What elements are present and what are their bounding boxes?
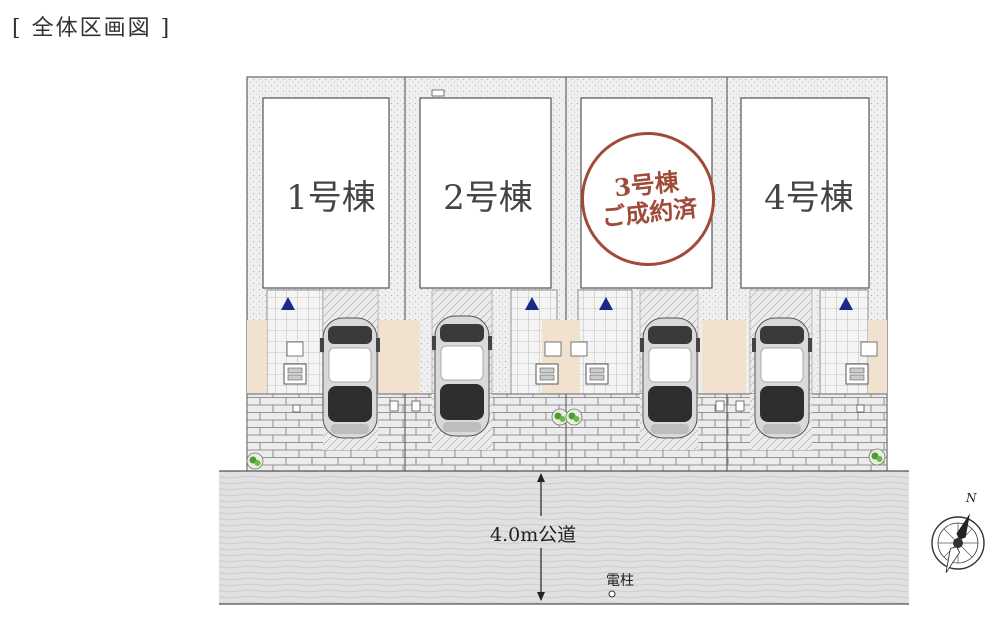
- lot-label-2: 2号棟: [443, 178, 533, 218]
- car-2: [431, 315, 493, 437]
- car-3: [639, 317, 701, 439]
- entrance-marker-3: [599, 297, 613, 310]
- utility-pole-icon: [608, 590, 616, 598]
- utility-pole-label: 電柱: [606, 573, 634, 589]
- shrub-4: [868, 448, 886, 466]
- house-4: [740, 97, 870, 289]
- house-1: [262, 97, 390, 289]
- public-road: [219, 471, 909, 604]
- compass-north-label: N: [965, 491, 977, 505]
- road-width-dimension: [537, 473, 545, 601]
- meter-box-3: [585, 363, 609, 385]
- lot-label-1: 1号棟: [286, 178, 376, 218]
- page-title: [ 全体区画図 ]: [12, 16, 172, 41]
- entrance-marker-4: [839, 297, 853, 310]
- compass-icon: [931, 513, 985, 573]
- entrance-marker-2: [525, 297, 539, 310]
- car-4: [751, 317, 813, 439]
- shrub-2: [551, 408, 569, 426]
- meter-box-4: [845, 363, 869, 385]
- meter-box-1: [283, 363, 307, 385]
- lot-label-4: 4号棟: [764, 178, 854, 218]
- shrub-3: [565, 408, 583, 426]
- house-2: [419, 97, 552, 289]
- car-1: [319, 317, 381, 439]
- road-label: 4.0m公道: [490, 524, 577, 546]
- meter-box-2: [535, 363, 559, 385]
- entrance-marker-1: [281, 297, 295, 310]
- shrub-1: [246, 452, 264, 470]
